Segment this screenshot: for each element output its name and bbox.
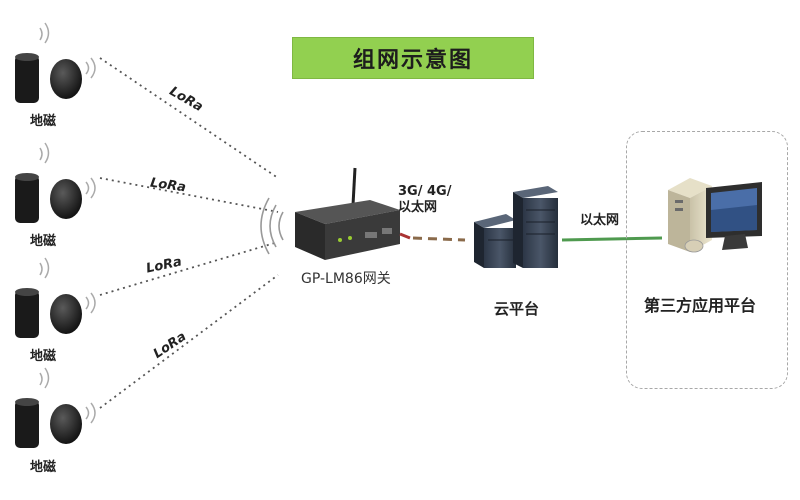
platform-label: 第三方应用平台 <box>644 296 757 315</box>
gateway-signal-waves-icon <box>260 197 284 255</box>
signal-waves-icon <box>39 367 96 424</box>
gateway-device-icon <box>295 167 411 260</box>
signal-waves-icon <box>39 257 96 314</box>
sensor-node-2 <box>15 142 96 223</box>
sensor-node-3 <box>15 257 96 338</box>
third-party-platform-box <box>626 131 788 389</box>
cloud-label: 云平台 <box>494 300 540 318</box>
link-line-2 <box>99 177 279 213</box>
sensor-label-4: 地磁 <box>30 460 57 475</box>
gateway-label: GP-LM86网关 <box>301 271 391 287</box>
sensor-links <box>99 57 279 409</box>
signal-waves-icon <box>39 142 96 199</box>
uplink-line <box>412 236 466 242</box>
cloud-server-icon <box>474 186 558 268</box>
link-line-4 <box>99 274 279 409</box>
signal-waves-icon <box>39 22 96 79</box>
sensor-node-4 <box>15 367 96 448</box>
sensor-node-1 <box>15 22 96 103</box>
geomagnetic-sensor-icon <box>15 288 82 338</box>
third-party-computer-icon <box>668 178 762 253</box>
uplink-label-line2: 以太网 <box>398 200 438 215</box>
uplink-label-line1: 3G/ 4G/ <box>398 184 452 199</box>
sensor-label-2: 地磁 <box>30 234 57 249</box>
link-line-3 <box>99 241 279 296</box>
geomagnetic-sensor-icon <box>15 53 82 103</box>
uplink-label: 3G/ 4G/ 以太网 <box>398 184 451 216</box>
geomagnetic-sensor-icon <box>15 398 82 448</box>
platform-link-label: 以太网 <box>580 213 620 228</box>
link-line-1 <box>99 57 279 179</box>
geomagnetic-sensor-icon <box>15 173 82 223</box>
diagram-title: 组网示意图 <box>292 37 534 79</box>
sensor-label-1: 地磁 <box>30 114 57 129</box>
sensor-label-3: 地磁 <box>30 349 57 364</box>
platform-link-line <box>561 236 663 242</box>
